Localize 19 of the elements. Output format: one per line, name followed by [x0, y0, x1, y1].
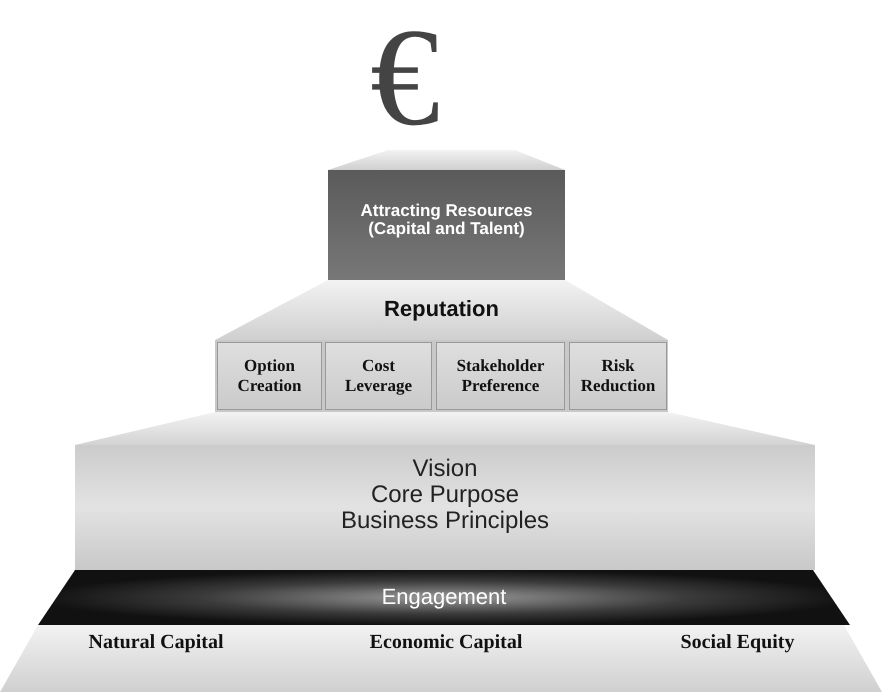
tier-heading: Reputation: [383, 295, 500, 324]
factor-box: Option Creation: [217, 342, 322, 410]
factor-box: Cost Leverage: [325, 342, 432, 410]
resource-box: [328, 150, 565, 280]
engagement-band: [38, 570, 850, 625]
reputation-tier: [215, 280, 668, 412]
tier-text: Vision: [412, 456, 478, 482]
base-label: Social Equity: [680, 630, 796, 654]
factor-box: Stakeholder Preference: [436, 342, 565, 410]
base-tier: [0, 625, 882, 692]
tier-text: Business Principles: [340, 508, 550, 534]
band-label: Engagement: [380, 583, 508, 612]
currency-sign: €: [370, 8, 440, 148]
tier-text: Core Purpose: [370, 482, 520, 508]
box-label: Attracting Resources (Capital and Talent): [360, 200, 534, 240]
base-label: Economic Capital: [368, 630, 524, 654]
foundation-tier: [75, 412, 815, 570]
factor-box: Risk Reduction: [569, 342, 667, 410]
base-label: Natural Capital: [88, 630, 224, 654]
